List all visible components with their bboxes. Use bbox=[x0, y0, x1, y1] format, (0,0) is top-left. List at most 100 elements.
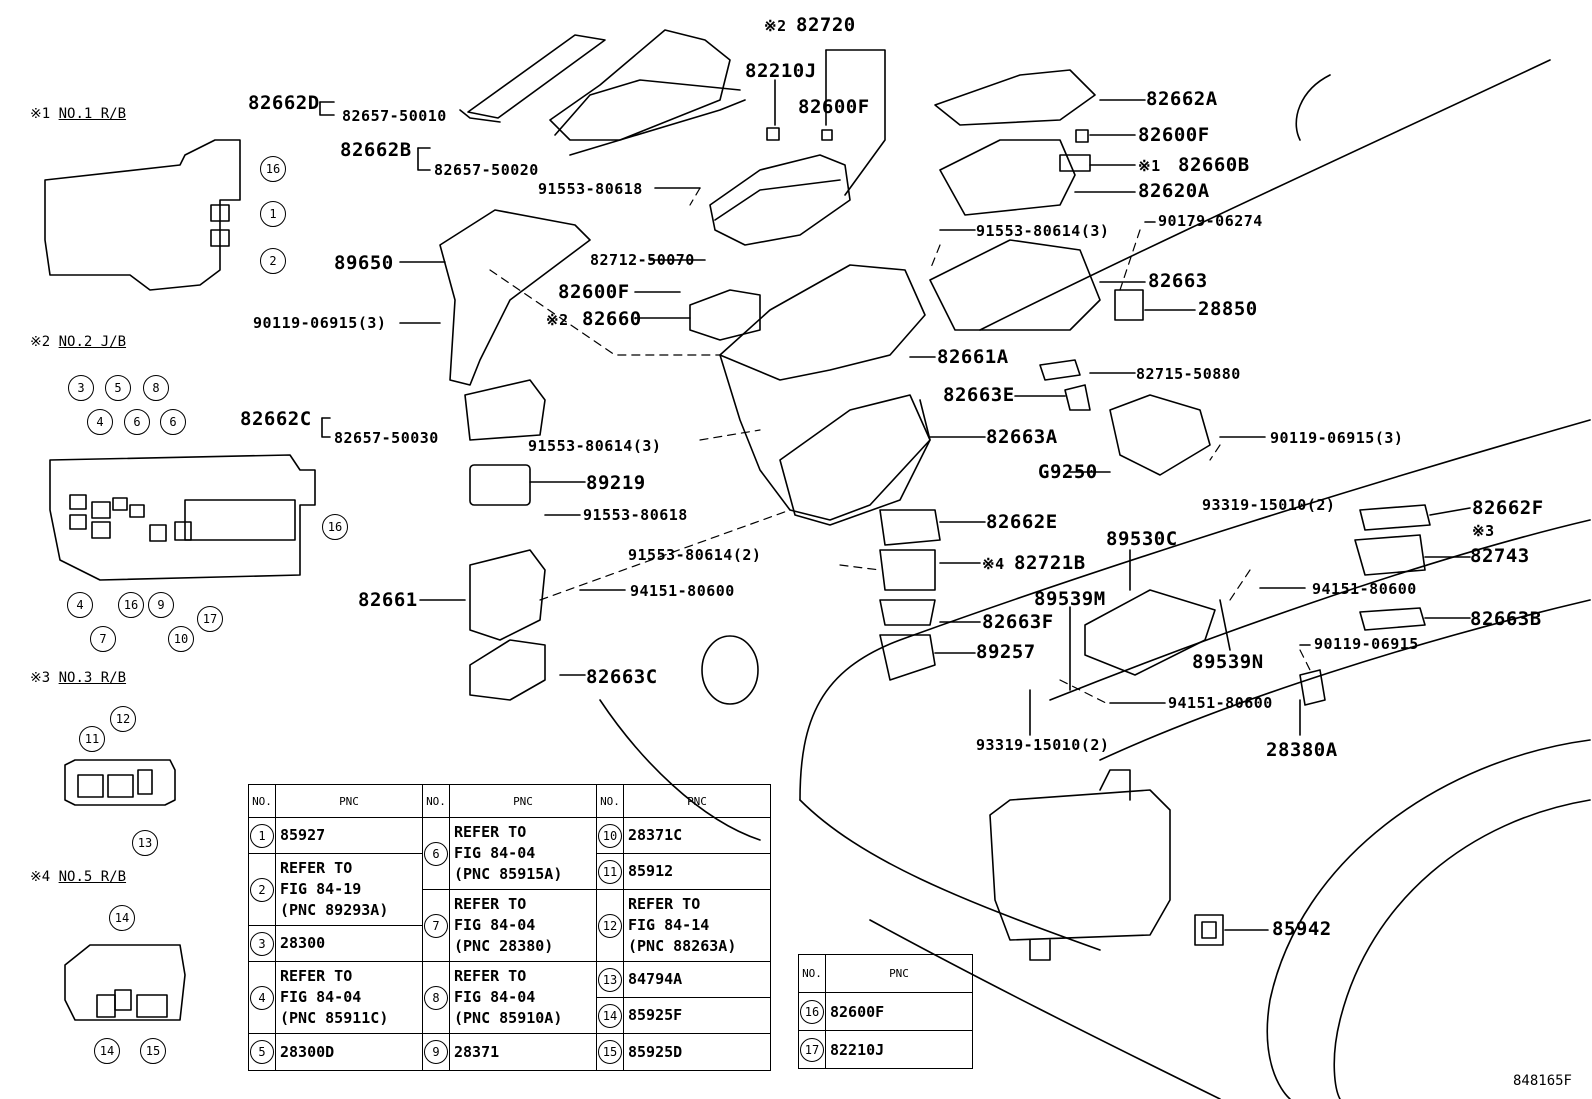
inset1-callout: 1 bbox=[260, 201, 286, 227]
block-82720 bbox=[709, 154, 851, 246]
part-label: 82743 bbox=[1470, 545, 1530, 567]
module-89257 bbox=[879, 634, 936, 681]
box-82663F bbox=[879, 599, 936, 626]
inset1-box bbox=[44, 139, 241, 291]
box-82663C bbox=[469, 639, 546, 701]
table-row-no: 3 bbox=[248, 925, 276, 962]
part-label: 93319-15010(2) bbox=[976, 736, 1110, 754]
part-label: 89650 bbox=[334, 252, 394, 274]
inset2-callout: 5 bbox=[105, 375, 131, 401]
inset2-callout: 4 bbox=[87, 409, 113, 435]
pnc-table: NO. PNC NO. PNC NO. PNC 1 85927 6 REFER … bbox=[248, 784, 771, 1071]
part-label: 82663C bbox=[586, 666, 658, 688]
header-pnc: PNC bbox=[275, 784, 423, 818]
table-row-pnc: 28300 bbox=[275, 925, 423, 962]
part-label: 82657-50020 bbox=[434, 161, 539, 179]
part-label: 89539N bbox=[1192, 651, 1264, 673]
inset1-callout: 2 bbox=[260, 248, 286, 274]
part-label: 82662F bbox=[1472, 497, 1544, 519]
table-row-no: 10 bbox=[596, 817, 624, 854]
part-label: 82657-50030 bbox=[334, 429, 439, 447]
table-row-pnc: 28371 bbox=[449, 1033, 597, 1071]
inset3-box bbox=[64, 759, 176, 806]
block-82721B bbox=[879, 549, 936, 591]
table-row-pnc: 85927 bbox=[275, 817, 423, 854]
inset3-callout: 11 bbox=[79, 726, 105, 752]
part-label: 94151-80600 bbox=[1168, 694, 1273, 712]
headlight-hole bbox=[701, 635, 759, 705]
part-label: 91553-80614(2) bbox=[628, 546, 762, 564]
box-82663B bbox=[1359, 607, 1426, 631]
table-row-no: 5 bbox=[248, 1033, 276, 1071]
inset1-callout: 16 bbox=[260, 156, 286, 182]
table-row-no: 2 bbox=[248, 853, 276, 926]
pnc-table-extra: NO. PNC 16 82600F 17 82210J bbox=[798, 954, 973, 1069]
part-label: 94151-80600 bbox=[1312, 580, 1417, 598]
part-label: 82660 bbox=[582, 308, 642, 330]
header-pnc: PNC bbox=[623, 784, 771, 818]
table-row-no: 7 bbox=[422, 889, 450, 962]
block-82620A bbox=[939, 139, 1076, 216]
part-label: 90119-06915(3) bbox=[1270, 429, 1404, 447]
inset2-callout: 3 bbox=[68, 375, 94, 401]
inset4-callout: 14 bbox=[94, 1038, 120, 1064]
part-label: 89219 bbox=[586, 472, 646, 494]
part-label: 82662D bbox=[248, 92, 320, 114]
inset-title-1: ※1 NO.1 R/B bbox=[30, 106, 127, 122]
table-row-pnc: 28371C bbox=[623, 817, 771, 854]
table-row-no: 14 bbox=[596, 997, 624, 1034]
part-label: 82663F bbox=[982, 611, 1054, 633]
cover-82662B bbox=[549, 29, 731, 141]
mark-label: ※1 bbox=[1138, 157, 1161, 175]
mark-label: ※3 bbox=[1472, 522, 1495, 540]
part-label: 82663B bbox=[1470, 608, 1542, 630]
header-no: NO. bbox=[248, 784, 276, 818]
table-row-no: 17 bbox=[798, 1030, 826, 1069]
table-row-no: 9 bbox=[422, 1033, 450, 1071]
inset3-callout: 12 bbox=[110, 706, 136, 732]
inset2-callout: 10 bbox=[168, 626, 194, 652]
inset2-callout: 16 bbox=[322, 514, 348, 540]
mark-label: ※4 bbox=[982, 555, 1005, 573]
part-label: 82662E bbox=[986, 511, 1058, 533]
part-label: 82210J bbox=[745, 60, 817, 82]
part-label: 82715-50880 bbox=[1136, 365, 1241, 383]
part-label: 82712-50070 bbox=[590, 251, 695, 269]
table-row-pnc: 85912 bbox=[623, 853, 771, 890]
inset-title-2: ※2 NO.2 J/B bbox=[30, 334, 127, 350]
inset4-callout: 14 bbox=[109, 905, 135, 931]
part-label: 82663A bbox=[986, 426, 1058, 448]
table-row-no: 13 bbox=[596, 961, 624, 998]
part-label: 93319-15010(2) bbox=[1202, 496, 1336, 514]
header-pnc: PNC bbox=[449, 784, 597, 818]
part-label: 82662A bbox=[1146, 88, 1218, 110]
part-label: 89257 bbox=[976, 641, 1036, 663]
part-label: 85942 bbox=[1272, 918, 1332, 940]
part-label: 90119-06915(3) bbox=[253, 314, 387, 332]
part-label: 82620A bbox=[1138, 180, 1210, 202]
table-row-pnc: 85925D bbox=[623, 1033, 771, 1071]
cover-82662A bbox=[934, 69, 1096, 126]
part-label: 82661 bbox=[358, 589, 418, 611]
part-label: 82720 bbox=[796, 14, 856, 36]
part-label: 94151-80600 bbox=[630, 582, 735, 600]
inset-title-4: ※4 NO.5 R/B bbox=[30, 869, 127, 885]
inset4-box bbox=[64, 944, 186, 1021]
washer-tank bbox=[989, 789, 1171, 941]
part-label: 89539M bbox=[1034, 588, 1106, 610]
box-82661 bbox=[469, 549, 546, 641]
inset2-box bbox=[49, 454, 316, 581]
part-label: 82600F bbox=[558, 281, 630, 303]
inset2-callout: 7 bbox=[90, 626, 116, 652]
table-row-pnc: 85925F bbox=[623, 997, 771, 1034]
inset3-callout: 13 bbox=[132, 830, 158, 856]
car-fender-line bbox=[799, 419, 1591, 801]
part-label: 82600F bbox=[798, 96, 870, 118]
